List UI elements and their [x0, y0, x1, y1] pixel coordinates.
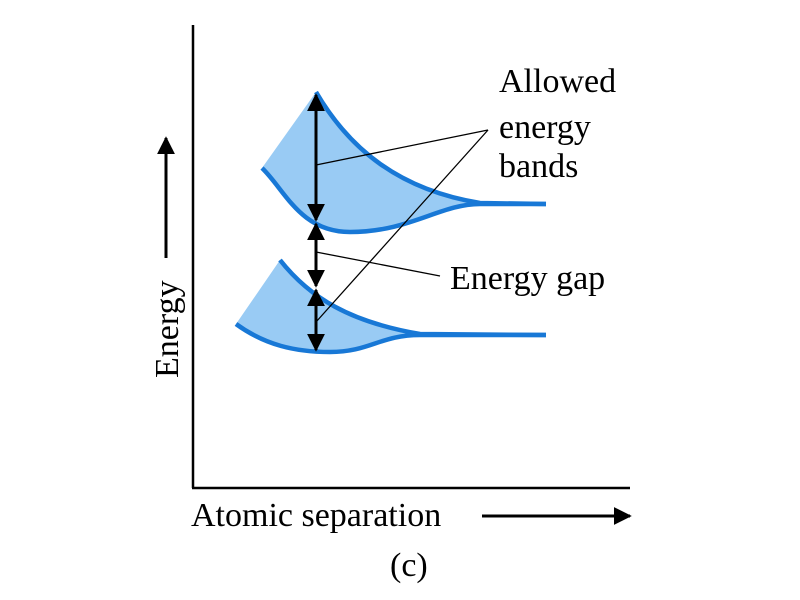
energy-gap-label: Energy gap: [450, 260, 605, 297]
leader-line-energy-gap: [315, 251, 441, 277]
y-axis-label: Energy: [149, 280, 186, 378]
lower-band-top-edge: [278, 258, 547, 338]
axes: [191, 25, 630, 490]
upper-band-fill: [262, 92, 546, 232]
allowed-bands-label-line2: energy: [499, 109, 591, 146]
upper-band-top-edge: [314, 90, 547, 207]
allowed-bands-label-line3: bands: [499, 148, 578, 185]
axis-direction-arrows: [157, 136, 632, 525]
leader-lines: [315, 129, 489, 323]
panel-label: (c): [390, 547, 428, 584]
upper-allowed-band: [260, 90, 547, 235]
leader-line-lower-band: [315, 129, 489, 323]
leader-line-upper-band: [315, 129, 489, 166]
allowed-bands-label-line1: Allowed: [499, 63, 616, 100]
labels: Energy Atomic separation Allowed energy …: [149, 63, 616, 584]
lower-band-bottom-edge: [234, 322, 546, 355]
x-axis-label: Atomic separation: [191, 497, 441, 534]
upper-band-bottom-edge: [260, 166, 546, 235]
